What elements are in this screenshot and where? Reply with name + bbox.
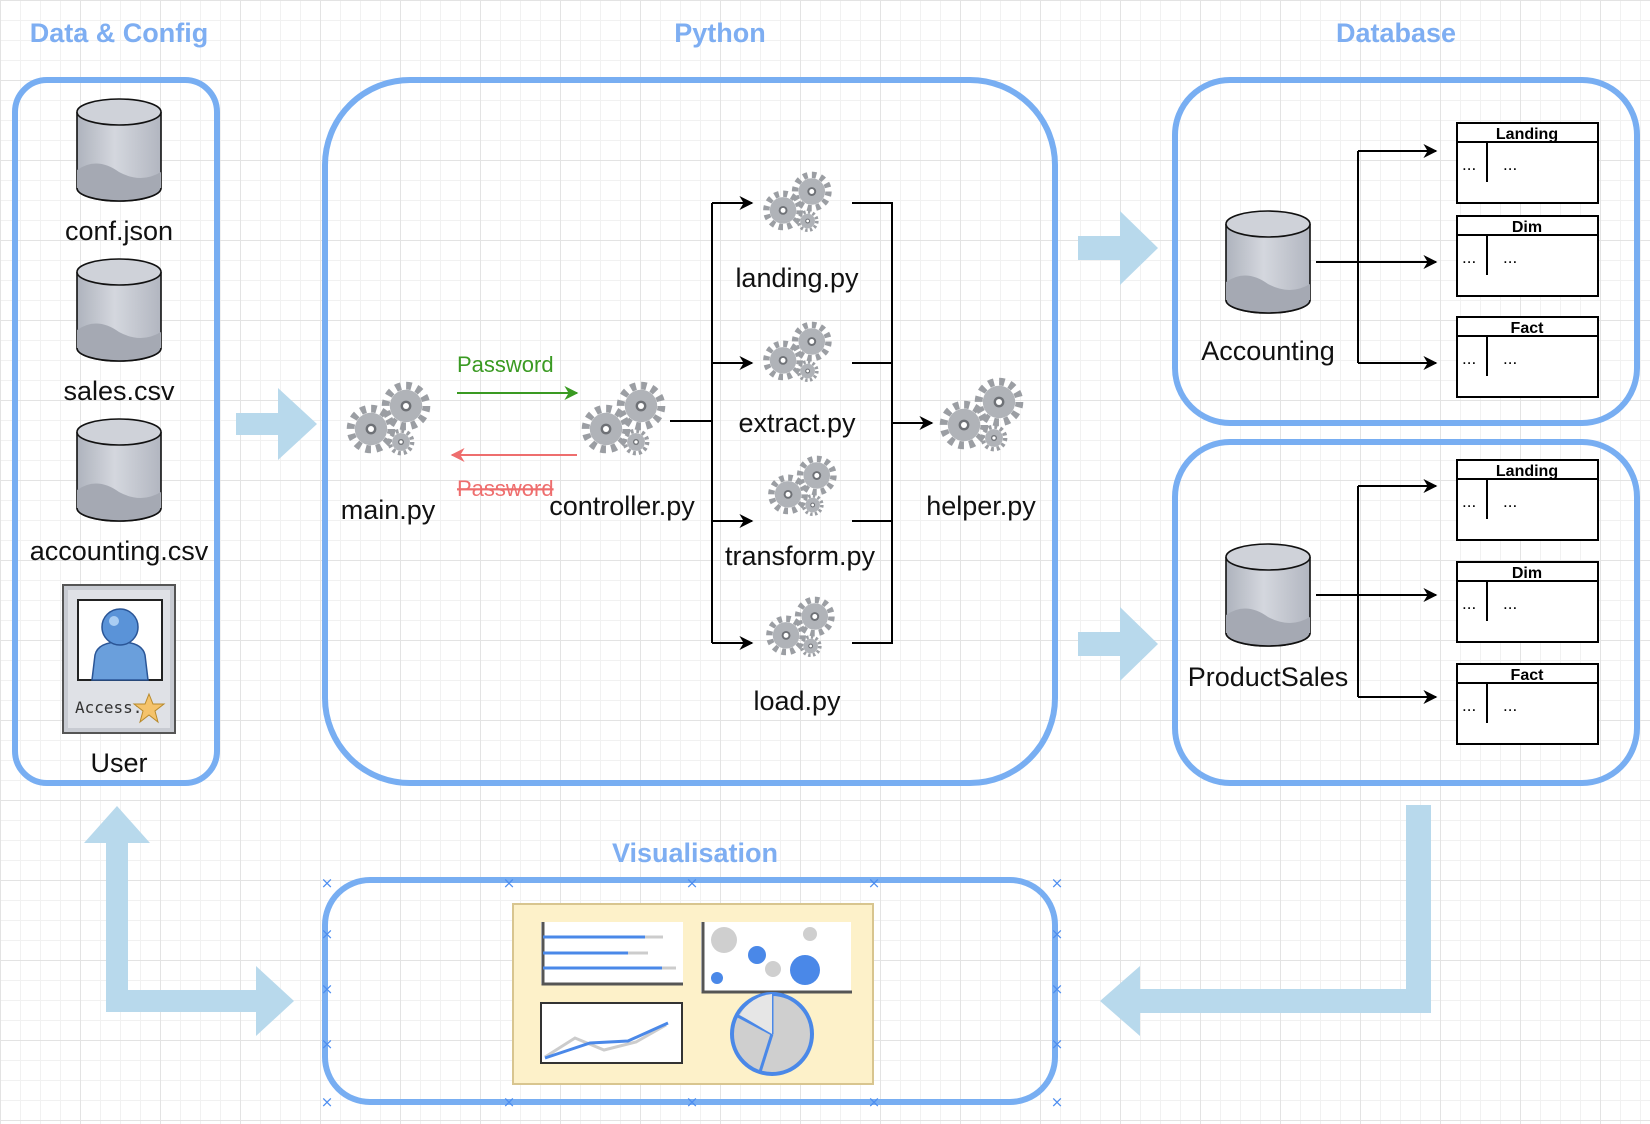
accounting-csv-database-icon[interactable] xyxy=(76,418,162,522)
sales-csv-database-icon[interactable] xyxy=(76,258,162,362)
svg-text:×: × xyxy=(868,874,881,892)
selection-handles: × × × × × × × × × × × × × × × × xyxy=(321,874,1064,1111)
accounting-dim-table[interactable]: Dim ... ... xyxy=(1456,215,1599,297)
data-config-group[interactable] xyxy=(12,77,220,786)
extract-py-label: extract.py xyxy=(738,408,856,438)
table-title: Fact xyxy=(1511,667,1545,684)
transform-py-label: transform.py xyxy=(725,541,876,571)
transform-py-gears-icon[interactable] xyxy=(771,459,833,514)
svg-text:×: × xyxy=(503,1093,516,1111)
table-title: Dim xyxy=(1512,219,1542,236)
svg-text:×: × xyxy=(1051,925,1064,943)
helper-py-gears-icon[interactable] xyxy=(944,382,1020,450)
table-key-cell: ... xyxy=(1462,492,1476,511)
controller-py-label: controller.py xyxy=(549,491,695,521)
svg-text:×: × xyxy=(321,1093,334,1111)
bar-chart-thumbnail xyxy=(541,922,683,986)
python-group[interactable] xyxy=(322,77,1058,786)
svg-text:×: × xyxy=(1051,980,1064,998)
controller-fanout-connectors[interactable] xyxy=(670,196,754,650)
access-label: Access: xyxy=(75,698,142,717)
table-title: Landing xyxy=(1496,126,1558,143)
productsales-db-icon[interactable] xyxy=(1225,543,1311,647)
table-value-cell: ... xyxy=(1503,248,1517,267)
svg-text:×: × xyxy=(686,874,699,892)
pie-chart-thumbnail xyxy=(730,992,814,1076)
table-value-cell: ... xyxy=(1503,492,1517,511)
table-title: Landing xyxy=(1496,463,1558,480)
productsales-db-label: ProductSales xyxy=(1188,662,1349,692)
section-title-python: Python xyxy=(674,18,766,48)
productsales-landing-table[interactable]: Landing ... ... xyxy=(1456,459,1599,541)
accounting-fact-table[interactable]: Fact ... ... xyxy=(1456,316,1599,398)
svg-text:×: × xyxy=(321,980,334,998)
table-title: Fact xyxy=(1511,320,1545,337)
table-value-cell: ... xyxy=(1503,155,1517,174)
bubble-chart-thumbnail xyxy=(701,922,852,994)
table-value-cell: ... xyxy=(1503,349,1517,368)
flow-arrow-python-to-productsales xyxy=(1078,607,1158,681)
table-key-cell: ... xyxy=(1462,696,1476,715)
dashboard-icon[interactable] xyxy=(512,903,874,1085)
flow-arrow-database-to-visualisation xyxy=(1100,805,1431,1036)
controller-py-gears-icon[interactable] xyxy=(586,386,662,454)
flow-arrow-visualisation-to-user xyxy=(84,806,294,1036)
conf-json-label: conf.json xyxy=(65,216,173,246)
star-icon xyxy=(132,692,166,724)
section-title-visualisation: Visualisation xyxy=(612,838,778,868)
visualisation-group[interactable] xyxy=(322,877,1058,1105)
accounting-db-group[interactable] xyxy=(1172,77,1640,426)
flow-arrow-python-to-accounting xyxy=(1078,211,1158,285)
svg-text:×: × xyxy=(1051,1093,1064,1111)
sales-csv-label: sales.csv xyxy=(63,376,175,406)
landing-py-label: landing.py xyxy=(735,263,859,293)
landing-py-gears-icon[interactable] xyxy=(766,175,828,230)
section-title-data-config: Data & Config xyxy=(30,18,209,48)
table-key-cell: ... xyxy=(1462,349,1476,368)
section-title-database: Database xyxy=(1336,18,1456,48)
table-key-cell: ... xyxy=(1462,248,1476,267)
productsales-db-connectors[interactable] xyxy=(1316,479,1438,704)
svg-text:×: × xyxy=(1051,1035,1064,1053)
flow-arrow-data-to-python xyxy=(236,388,317,460)
table-key-cell: ... xyxy=(1462,155,1476,174)
svg-text:×: × xyxy=(321,874,334,892)
svg-text:×: × xyxy=(321,1035,334,1053)
svg-text:×: × xyxy=(503,874,516,892)
table-value-cell: ... xyxy=(1503,696,1517,715)
accounting-db-connectors[interactable] xyxy=(1316,144,1438,370)
helper-fanin-connectors[interactable] xyxy=(852,202,934,644)
table-title: Dim xyxy=(1512,565,1542,582)
load-py-label: load.py xyxy=(753,686,841,716)
productsales-db-group[interactable] xyxy=(1172,439,1640,786)
accounting-db-label: Accounting xyxy=(1201,336,1335,366)
accounting-landing-table[interactable]: Landing ... ... xyxy=(1456,122,1599,204)
line-chart-thumbnail xyxy=(540,1002,683,1064)
productsales-fact-table[interactable]: Fact ... ... xyxy=(1456,663,1599,745)
password-return-label: Password xyxy=(457,476,554,501)
helper-py-label: helper.py xyxy=(926,491,1036,521)
table-value-cell: ... xyxy=(1503,594,1517,613)
table-key-cell: ... xyxy=(1462,594,1476,613)
user-badge-icon[interactable]: Access: xyxy=(62,584,176,734)
load-py-gears-icon[interactable] xyxy=(769,600,831,655)
svg-text:×: × xyxy=(868,1093,881,1111)
accounting-csv-label: accounting.csv xyxy=(30,536,209,566)
user-label: User xyxy=(90,748,147,778)
extract-py-gears-icon[interactable] xyxy=(766,325,828,380)
svg-text:×: × xyxy=(321,925,334,943)
accounting-db-icon[interactable] xyxy=(1225,210,1311,314)
svg-text:×: × xyxy=(1051,874,1064,892)
productsales-dim-table[interactable]: Dim ... ... xyxy=(1456,561,1599,643)
svg-text:×: × xyxy=(686,1093,699,1111)
main-py-gears-icon[interactable] xyxy=(351,386,427,454)
main-py-label: main.py xyxy=(341,495,436,525)
conf-json-database-icon[interactable] xyxy=(76,98,162,202)
password-forward-label: Password xyxy=(457,352,554,377)
